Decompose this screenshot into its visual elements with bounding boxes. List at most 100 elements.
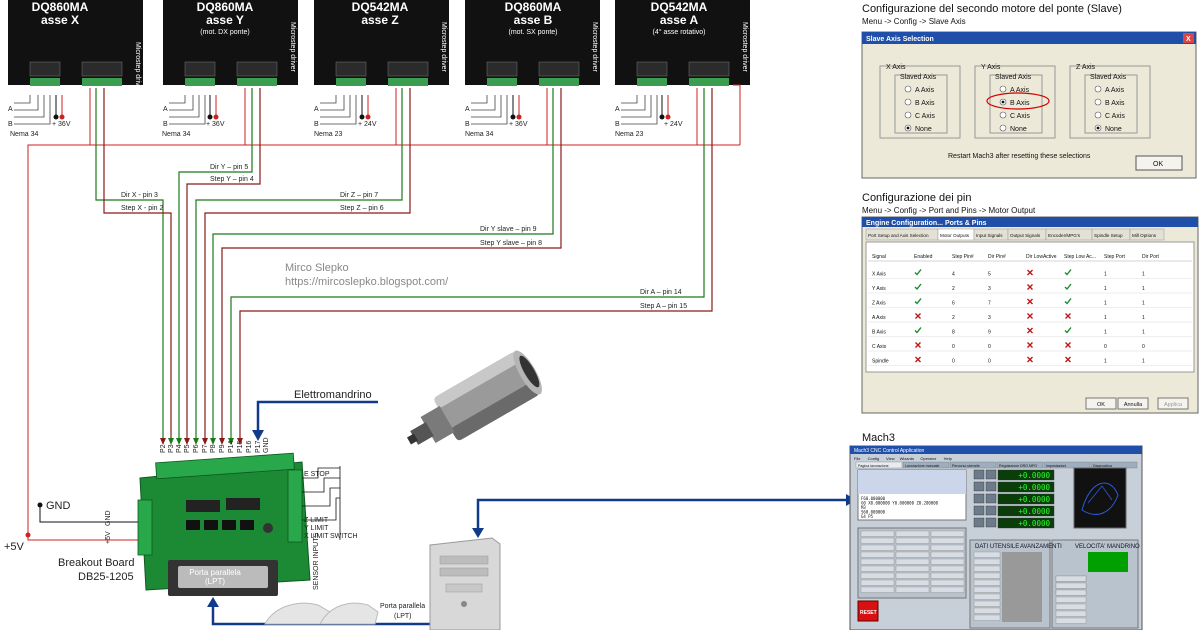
mach3-tab[interactable] [996,461,1044,469]
radio-y-a[interactable] [999,85,1007,93]
table-cell[interactable]: 6 [952,301,955,307]
axis-ref-button[interactable] [985,493,997,504]
cross-icon[interactable] [915,313,921,319]
table-cell[interactable]: 0 [988,359,991,365]
table-cell[interactable]: 1 [1104,315,1107,321]
check-icon[interactable] [914,283,922,291]
table-cell[interactable]: 1 [1104,272,1107,278]
mach3-field[interactable] [973,614,1001,621]
radio-x-c[interactable] [904,111,912,119]
table-cell[interactable]: 1 [1142,330,1145,336]
radio-y-c[interactable] [999,111,1007,119]
mach3-button[interactable] [930,558,965,565]
dro-display[interactable] [997,505,1055,517]
menu-item[interactable]: Operator [920,456,936,461]
axis-ref-button[interactable] [985,517,997,528]
table-cell[interactable]: 1 [1142,272,1145,278]
credit-url[interactable]: https://mircoslepko.blogspot.com/ [285,276,449,288]
close-button[interactable] [1183,33,1194,43]
cross-icon[interactable] [1027,356,1033,363]
radio-z-b[interactable] [1094,98,1102,106]
menu-item[interactable]: Wizards [900,456,914,461]
menu-item[interactable]: View [886,456,895,461]
axis-ref-button[interactable] [985,505,997,516]
dro-display[interactable] [997,481,1055,493]
mach3-button[interactable] [895,530,930,537]
mach3-button[interactable] [895,558,930,565]
check-icon[interactable] [1064,298,1072,305]
cross-icon[interactable] [1065,356,1071,363]
mach3-button[interactable] [860,530,895,537]
mach3-field[interactable] [973,579,1001,586]
mach3-field[interactable] [973,565,1001,572]
cross-icon[interactable] [1027,313,1033,319]
table-cell[interactable]: 1 [1104,330,1107,336]
mach3-field[interactable] [1055,610,1087,617]
mach3-field[interactable] [973,593,1001,600]
radio-x-b[interactable] [904,98,912,106]
mach3-field[interactable] [1055,582,1087,589]
table-cell[interactable]: 5 [988,272,991,278]
table-cell[interactable]: 3 [988,315,991,321]
dialog-button[interactable] [1157,397,1189,410]
axis-zero-button[interactable] [973,481,985,492]
cross-icon[interactable] [1027,342,1033,348]
mach3-button[interactable] [895,544,930,551]
table-cell[interactable]: 9 [988,330,991,336]
menu-item[interactable]: Help [944,456,953,461]
table-cell[interactable]: 1 [1142,315,1145,321]
table-cell[interactable]: 1 [1104,301,1107,307]
mach3-button[interactable] [860,544,895,551]
table-cell[interactable]: 0 [1104,344,1107,350]
table-cell[interactable]: 1 [1142,301,1145,307]
table-cell[interactable]: 1 [1104,359,1107,365]
table-cell[interactable]: 1 [1142,286,1145,292]
mach3-button[interactable] [860,565,895,572]
cross-icon[interactable] [915,356,921,363]
table-cell[interactable]: 1 [1104,286,1107,292]
check-icon[interactable] [914,269,922,276]
dro-display[interactable] [997,517,1055,529]
axis-zero-button[interactable] [973,505,985,516]
mach3-field[interactable] [1055,589,1087,596]
mach3-button[interactable] [895,551,930,558]
mach3-button[interactable] [860,537,895,544]
mach3-button[interactable] [895,579,930,586]
table-cell[interactable]: 3 [988,286,991,292]
table-cell[interactable]: 1 [1142,359,1145,365]
config-tab[interactable] [1129,228,1165,241]
axis-ref-button[interactable] [985,481,997,492]
table-cell[interactable]: 2 [952,315,955,321]
ok-button[interactable] [1135,155,1183,171]
check-icon[interactable] [1064,283,1072,291]
menu-item[interactable]: Config [868,456,880,461]
table-cell[interactable]: 4 [952,272,955,278]
mach3-button[interactable] [895,565,930,572]
radio-z-c[interactable] [1094,111,1102,119]
dialog-button[interactable] [1117,397,1149,410]
cross-icon[interactable] [1065,342,1071,348]
menu-item[interactable]: File [854,456,861,461]
cross-icon[interactable] [1027,298,1033,305]
mach3-button[interactable] [860,558,895,565]
mach3-tab[interactable] [1043,461,1091,469]
mach3-button[interactable] [930,586,965,593]
mach3-button[interactable] [930,544,965,551]
radio-x-a[interactable] [904,85,912,93]
mach3-tab[interactable] [855,461,903,469]
reset-button[interactable] [857,600,879,622]
axis-zero-button[interactable] [973,469,985,480]
mach3-field[interactable] [973,551,1001,558]
check-icon[interactable] [1064,327,1072,334]
mach3-button[interactable] [930,530,965,537]
mach3-field[interactable] [973,586,1001,593]
mach3-field[interactable] [973,572,1001,579]
check-icon[interactable] [914,327,922,334]
table-cell[interactable]: 0 [988,344,991,350]
radio-y-none[interactable] [999,124,1007,132]
mach3-button[interactable] [895,537,930,544]
mach3-button[interactable] [895,586,930,593]
mach3-field[interactable] [973,600,1001,607]
mach3-button[interactable] [930,572,965,579]
radio-z-a[interactable] [1094,85,1102,93]
